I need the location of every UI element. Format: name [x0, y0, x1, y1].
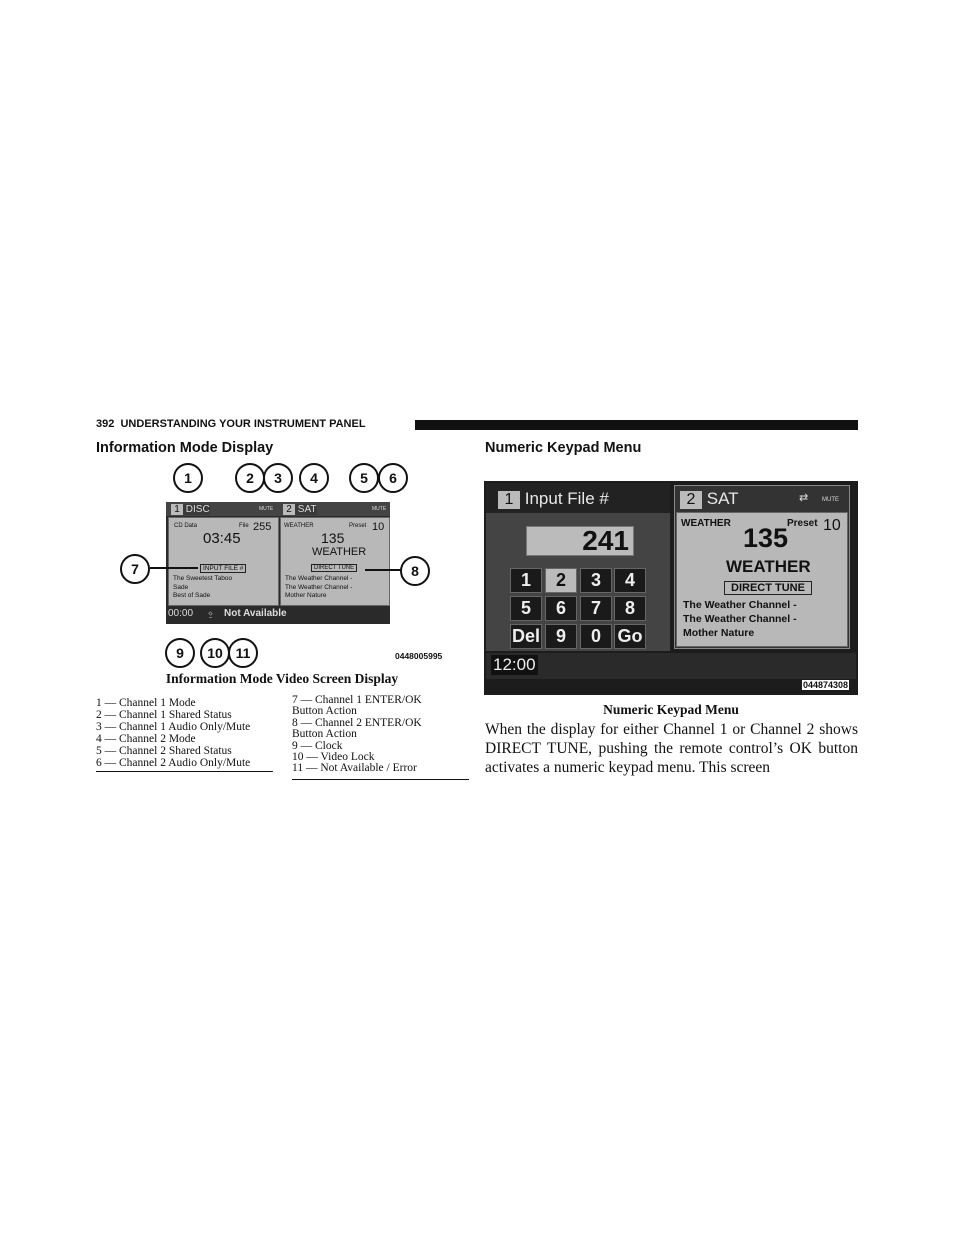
shared-icon: ⇄ — [799, 492, 809, 504]
key-8[interactable]: 8 — [614, 596, 646, 621]
ch2-panel: WEATHER Preset 10 135 WEATHER DIRECT TUN… — [280, 517, 390, 606]
key-6[interactable]: 6 — [545, 596, 577, 621]
key-5[interactable]: 5 — [510, 596, 542, 621]
key-4[interactable]: 4 — [614, 568, 646, 593]
header-bar — [415, 420, 858, 430]
clock: 12:00 — [491, 655, 538, 675]
key-7[interactable]: 7 — [580, 596, 612, 621]
right-caption: Numeric Keypad Menu — [603, 702, 739, 717]
mute-icon: MUTE — [259, 506, 274, 512]
left-caption: Information Mode Video Screen Display — [165, 671, 399, 686]
status-message: Not Available — [224, 608, 287, 619]
key-go[interactable]: Go — [614, 624, 646, 649]
keypad-figure: 1 Input File # 241 1 2 3 4 5 6 7 8 Del 9… — [484, 481, 858, 695]
video-lock-icon: ⍚ — [208, 608, 214, 619]
section-title: UNDERSTANDING YOUR INSTRUMENT PANEL — [120, 418, 366, 430]
left-heading: Information Mode Display — [96, 440, 274, 456]
key-2[interactable]: 2 — [545, 568, 577, 593]
mute-icon: MUTE — [372, 506, 387, 512]
right-heading: Numeric Keypad Menu — [485, 440, 642, 456]
mute-icon: MUTE — [822, 497, 839, 503]
ch2-mode: 2 SAT — [283, 504, 317, 515]
info-mode-figure: 1 DISC MUTE 2 SAT MUTE CD Data File 255 … — [95, 460, 465, 670]
key-9[interactable]: 9 — [545, 624, 577, 649]
direct-tune-button[interactable]: DIRECT TUNE — [724, 581, 812, 595]
key-del[interactable]: Del — [510, 624, 542, 649]
input-file-button[interactable]: INPUT FILE # — [200, 564, 247, 573]
ch1-panel: CD Data File 255 03:45 INPUT FILE # The … — [168, 517, 279, 606]
body-paragraph: When the display for either Channel 1 or… — [485, 721, 858, 776]
page-number: 392 — [96, 418, 115, 430]
ch2-mode: 2 SAT — [680, 489, 739, 509]
ch1-mode: 1 DISC — [171, 504, 210, 515]
direct-tune-button[interactable]: DIRECT TUNE — [311, 564, 358, 572]
figure-code: 044874308 — [802, 680, 850, 690]
screen: 1 DISC MUTE 2 SAT MUTE CD Data File 255 … — [166, 502, 390, 624]
file-number-input[interactable]: 241 — [526, 526, 634, 556]
ch1-title: 1 Input File # — [498, 489, 609, 509]
clock: 00:00 — [168, 608, 194, 619]
page-header: 392 UNDERSTANDING YOUR INSTRUMENT PANEL — [96, 418, 366, 430]
ch2-panel: WEATHER Preset 10 135 WEATHER DIRECT TUN… — [676, 512, 848, 647]
figure-code: 0448005995 — [395, 651, 443, 661]
key-0[interactable]: 0 — [580, 624, 612, 649]
key-3[interactable]: 3 — [580, 568, 612, 593]
key-1[interactable]: 1 — [510, 568, 542, 593]
